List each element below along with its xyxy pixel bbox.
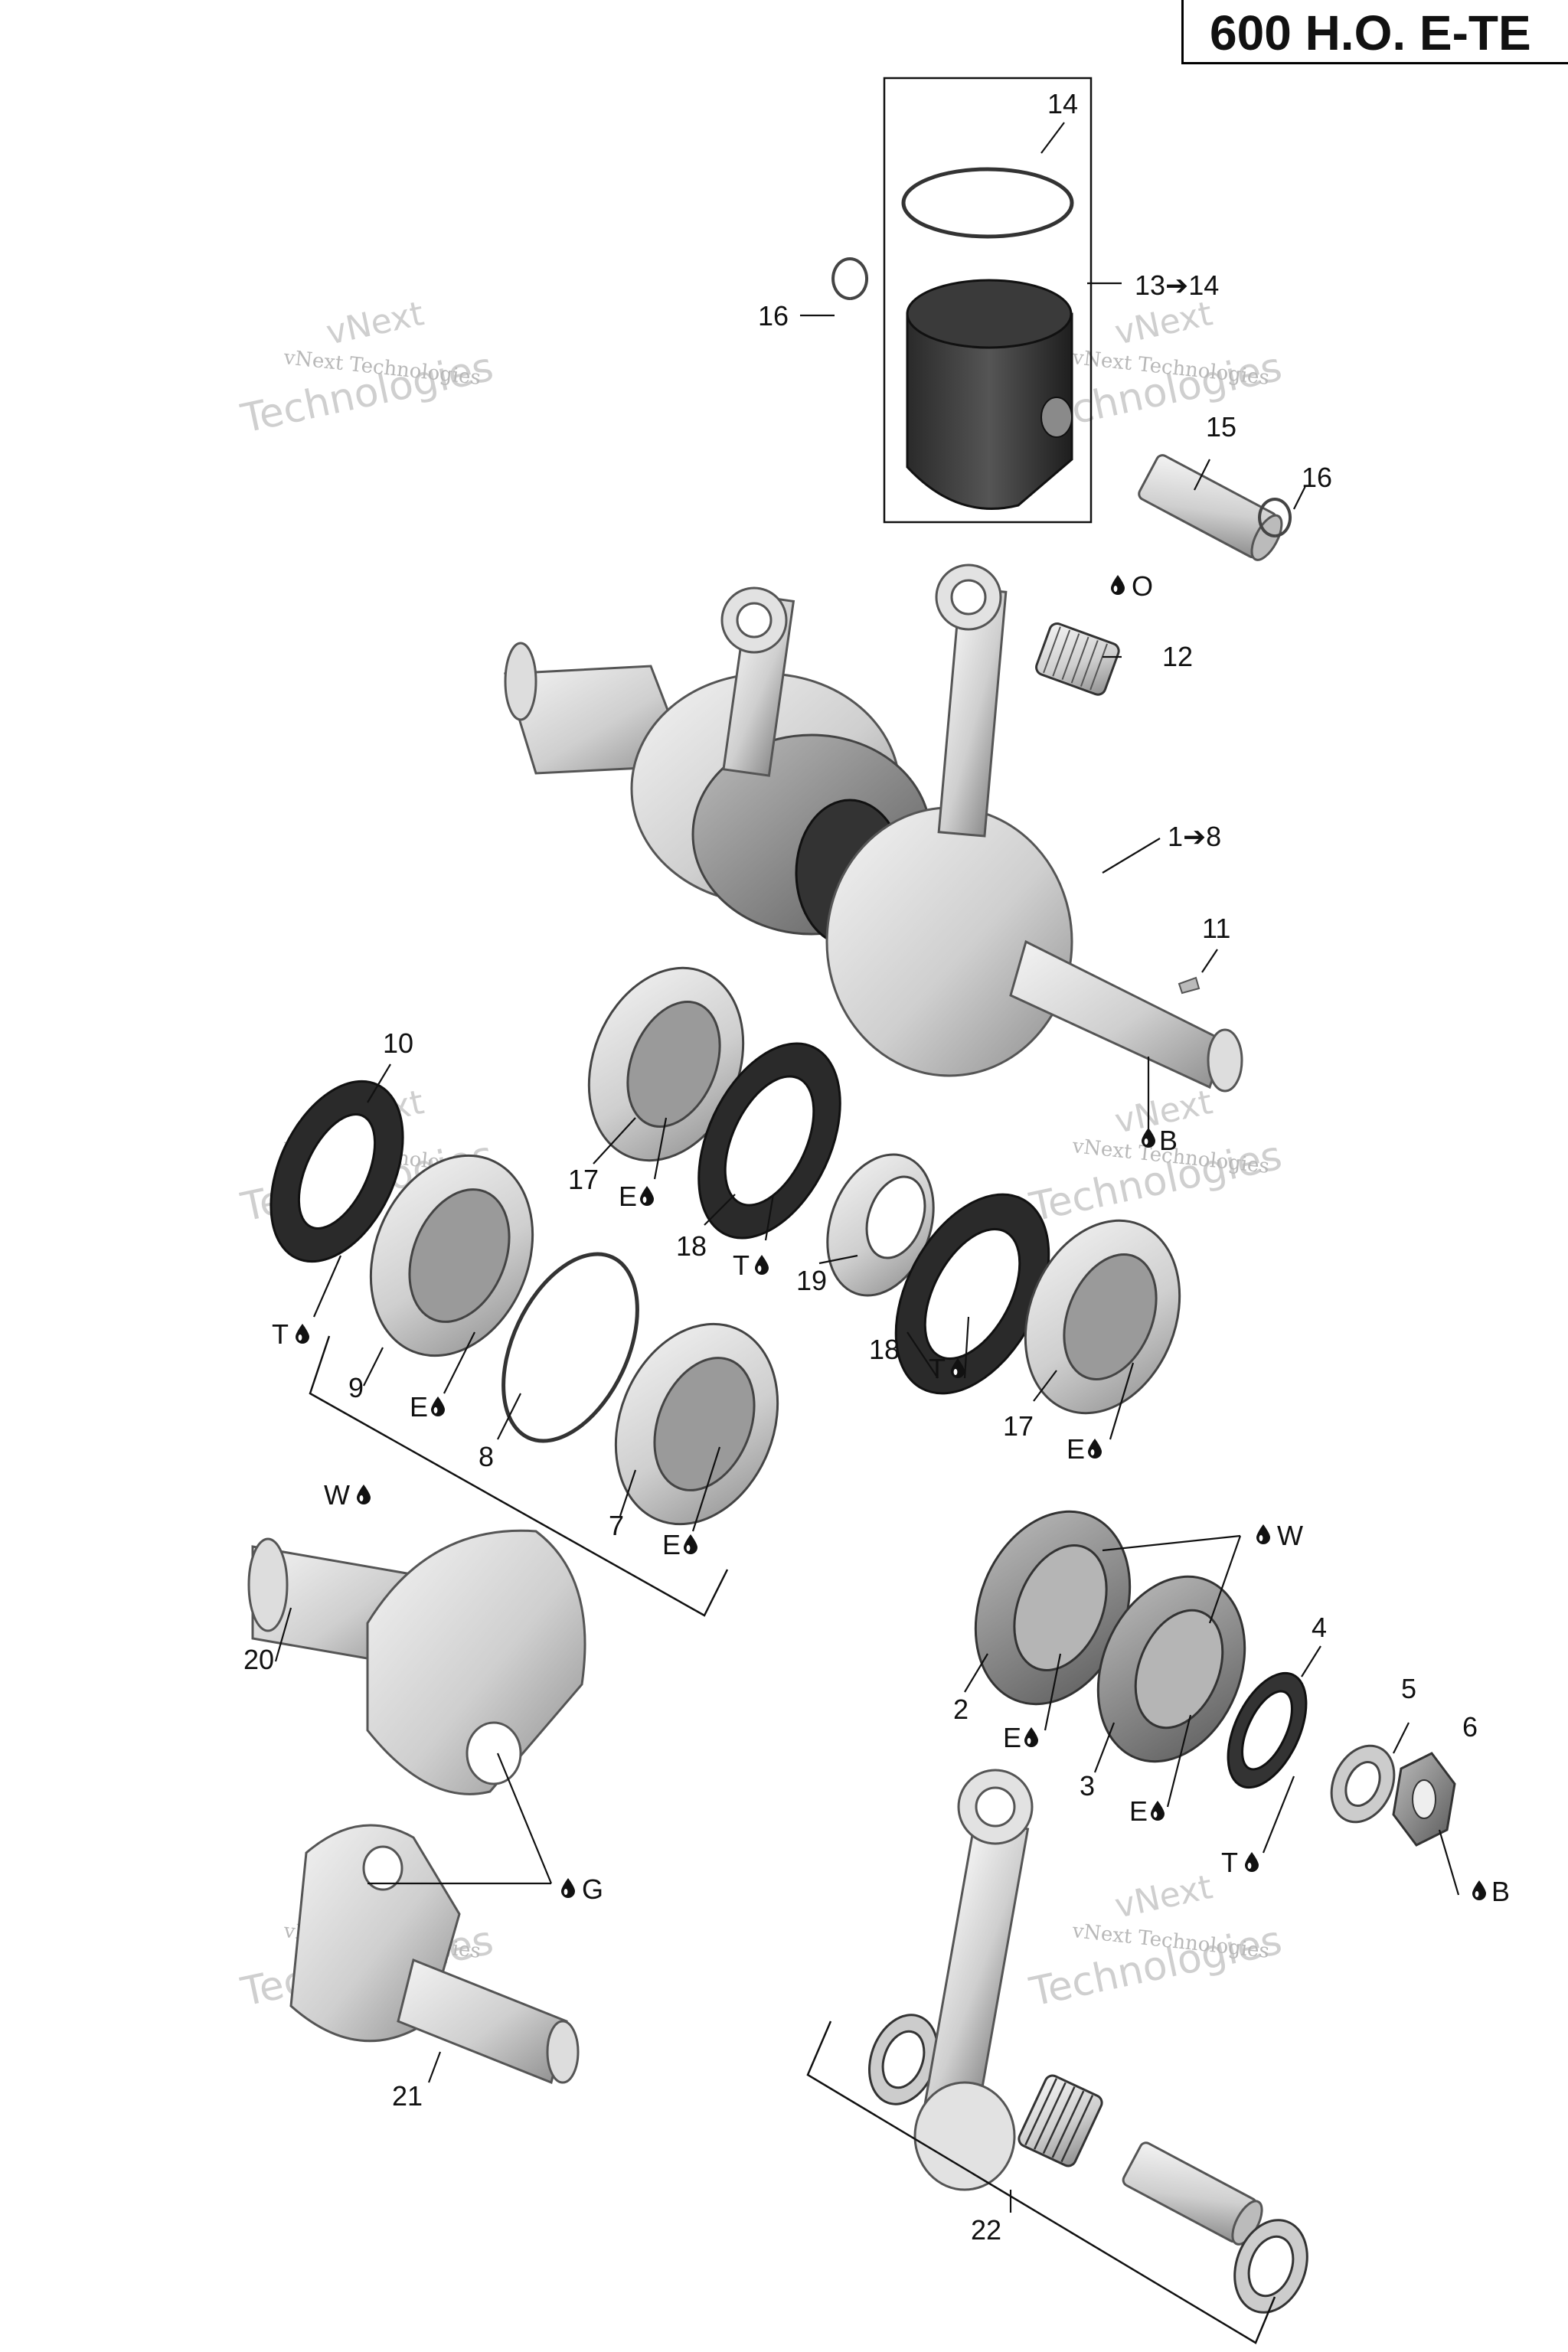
oil-drop-icon: [561, 1878, 575, 1898]
callout-E-6: E: [1129, 1795, 1148, 1827]
watermark-right-low: vNext Technologies vNext Technologies: [1025, 1867, 1285, 2016]
callout-18-right: 18: [869, 1334, 900, 1365]
svg-text:vNext: vNext: [1112, 1867, 1216, 1926]
callout-T-3: T: [929, 1353, 946, 1384]
callout-2: 2: [953, 1694, 969, 1725]
callout-G: G: [582, 1873, 603, 1905]
seal-4: [1227, 1671, 1308, 1789]
callout-T-1: T: [733, 1250, 750, 1281]
callout-16-right: 16: [1302, 462, 1332, 493]
circlip-left: [831, 257, 869, 300]
callout-E-2: E: [410, 1391, 428, 1423]
callout-17-right: 17: [1003, 1410, 1034, 1442]
callout-21: 21: [392, 2080, 423, 2112]
oil-drop-icon: [1472, 1880, 1486, 1900]
bearing-7: [614, 1322, 779, 1526]
callout-3: 3: [1080, 1770, 1095, 1802]
piston-pin: [1138, 454, 1283, 561]
callout-5: 5: [1401, 1673, 1416, 1704]
oil-drop-icon: [684, 1534, 697, 1554]
bearing-2: [974, 1510, 1132, 1706]
callout-O: O: [1132, 570, 1153, 602]
callout-7: 7: [609, 1510, 624, 1541]
bearing-3: [1096, 1575, 1246, 1763]
oil-drop-icon: [1151, 1801, 1165, 1821]
bearing-9: [369, 1154, 534, 1357]
callout-17-left: 17: [568, 1164, 599, 1195]
callout-10: 10: [383, 1027, 413, 1059]
callout-4: 4: [1312, 1612, 1327, 1643]
callout-T-2: T: [272, 1318, 289, 1350]
callout-W-2: W: [1277, 1520, 1303, 1551]
callout-16-left: 16: [758, 300, 789, 332]
oil-drop-icon: [357, 1485, 371, 1504]
watermark-right-mid: vNext Technologies vNext Technologies: [1025, 1083, 1285, 1231]
bearing-17-right: [1024, 1219, 1181, 1415]
svg-text:vNext: vNext: [323, 294, 427, 353]
callout-E-5: E: [1003, 1722, 1021, 1753]
watermark-left-top: vNext Technologies vNext Technologies: [237, 294, 497, 443]
nut-6: [1392, 1752, 1456, 1847]
callout-11: 11: [1202, 913, 1230, 944]
page-title: 600 H.O. E-TE: [1210, 5, 1531, 60]
callout-B-bottom: B: [1491, 1876, 1510, 1907]
oil-drop-icon: [1111, 575, 1125, 595]
oil-drop-icon: [1245, 1852, 1259, 1872]
title-box: 600 H.O. E-TE: [1181, 0, 1568, 64]
seal-10: [270, 1080, 404, 1263]
oil-drop-icon: [1088, 1439, 1102, 1459]
leader-lines: [274, 122, 1460, 2344]
crank-half-21: [289, 1824, 580, 2085]
gear-19: [826, 1153, 935, 1297]
oil-drop-icon: [1024, 1727, 1038, 1747]
circlip-right: [1258, 498, 1292, 537]
piston: [906, 279, 1073, 510]
callout-T-4: T: [1221, 1847, 1238, 1878]
oil-drop-icon: [431, 1396, 445, 1416]
bearing-17-left: [587, 966, 745, 1162]
seal-18-left: [697, 1042, 841, 1240]
callout-9: 9: [348, 1372, 364, 1403]
oil-drop-icon: [296, 1324, 309, 1344]
oil-drop-icon: [640, 1186, 654, 1206]
crankshaft-assembly: [504, 564, 1243, 1093]
washer-5: [1330, 1744, 1396, 1824]
callout-8: 8: [479, 1441, 494, 1472]
connecting-rod-kit-22: [868, 1769, 1308, 2314]
callout-13-14: 13➔14: [1135, 270, 1219, 301]
callout-W-1: W: [324, 1479, 350, 1511]
needle-bearing: [1035, 622, 1120, 696]
callout-E-3: E: [1067, 1433, 1085, 1465]
callout-18-left: 18: [676, 1230, 707, 1262]
piston-group-frame: [883, 77, 1093, 524]
piston-ring: [901, 167, 1074, 239]
oil-drop-icon: [1256, 1524, 1270, 1544]
callout-14-top: 14: [1047, 88, 1078, 119]
callouts: 14 13➔14 16 15 16 O 12 1➔8 11 B 10 17 E …: [243, 88, 1510, 2246]
callout-1-8: 1➔8: [1168, 821, 1221, 852]
callout-E-4: E: [662, 1529, 681, 1560]
callout-19: 19: [796, 1265, 827, 1296]
svg-text:vNext: vNext: [1112, 294, 1216, 353]
callout-E-1: E: [619, 1181, 637, 1212]
callout-15: 15: [1206, 411, 1236, 443]
o-ring-8: [501, 1252, 639, 1443]
callout-22: 22: [971, 2214, 1001, 2246]
crank-half-20: [247, 1529, 586, 1795]
callout-B-top: B: [1159, 1125, 1178, 1156]
callout-12: 12: [1162, 641, 1193, 672]
callout-20: 20: [243, 1644, 274, 1675]
callout-6: 6: [1462, 1711, 1478, 1743]
oil-drop-icon: [755, 1255, 769, 1275]
